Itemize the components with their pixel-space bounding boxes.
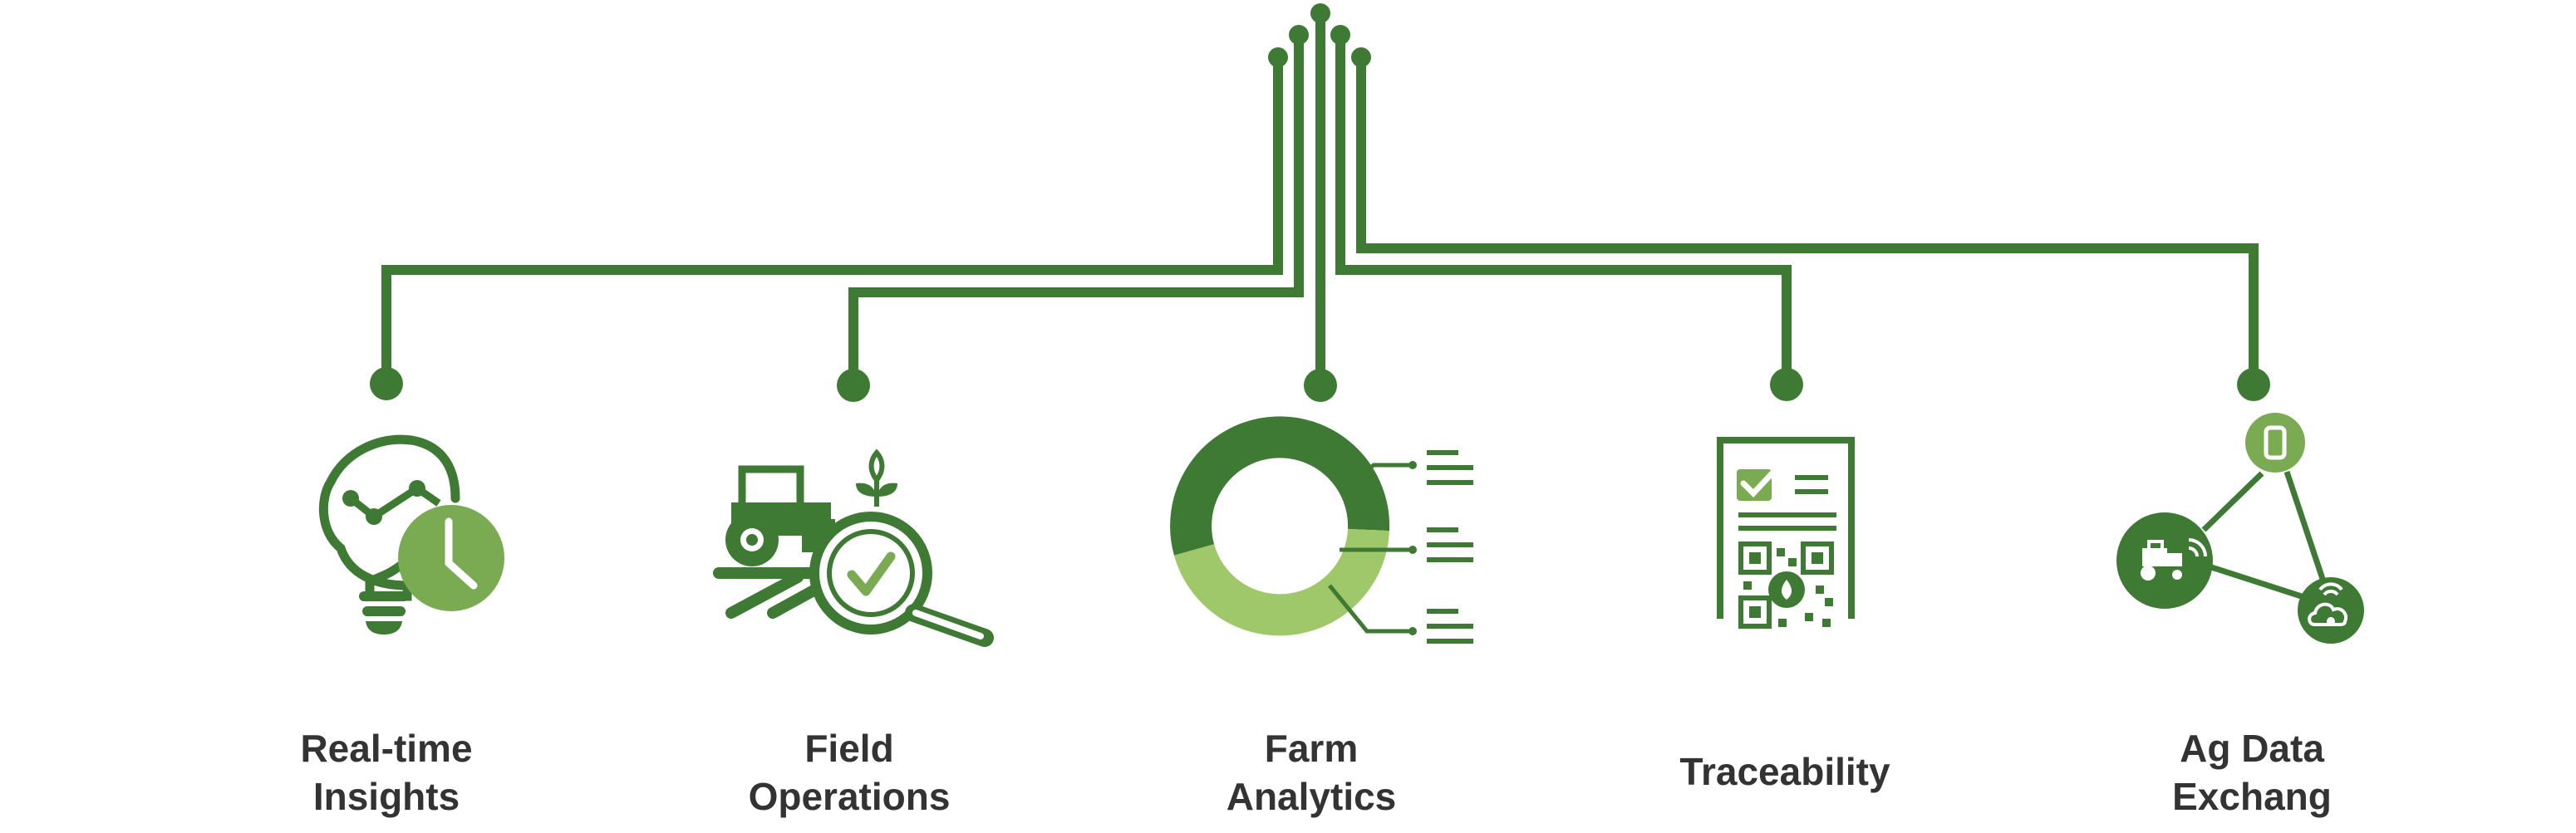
label-realtime-insights: Real-time Insights [170,724,602,821]
label-line: Field [804,727,894,770]
endpoint-dot [837,369,870,402]
label-line: Farm [1264,727,1359,770]
label-line: Ag Data [2180,727,2324,770]
label-ag-data-exchange: Ag Data Exchang [2036,724,2468,821]
endpoint-dot [2237,368,2270,401]
data-network-icon [2116,413,2364,644]
label-line: Exchang [2172,775,2332,818]
lightbulb-clock-icon [318,434,504,635]
connector-line-field [848,33,1304,382]
endpoint-dot [1304,369,1337,402]
tractor-magnifier-icon [713,448,994,647]
document-qr-icon [1717,437,1855,629]
label-line: Real-time [300,727,473,770]
label-traceability: Traceability [1569,747,2001,796]
connector-line-exchange [1356,56,2259,382]
label-field-operations: Field Operations [633,724,1065,821]
connector-line-realtime [381,56,1283,380]
hub-dot [1330,25,1350,45]
hub-dot [1268,47,1288,67]
endpoint-dot [1770,368,1803,401]
hub-dot [1310,3,1330,23]
hub-dot [1351,47,1371,67]
connector-line-traceability [1335,33,1792,382]
hub-dot [1289,25,1309,45]
endpoint-dot [370,367,403,400]
label-line: Traceability [1679,750,1890,793]
label-line: Insights [312,775,460,818]
donut-chart-icon [1170,416,1473,644]
label-line: Operations [748,775,951,818]
label-farm-analytics: Farm Analytics [1095,724,1527,821]
label-line: Analytics [1226,775,1397,818]
